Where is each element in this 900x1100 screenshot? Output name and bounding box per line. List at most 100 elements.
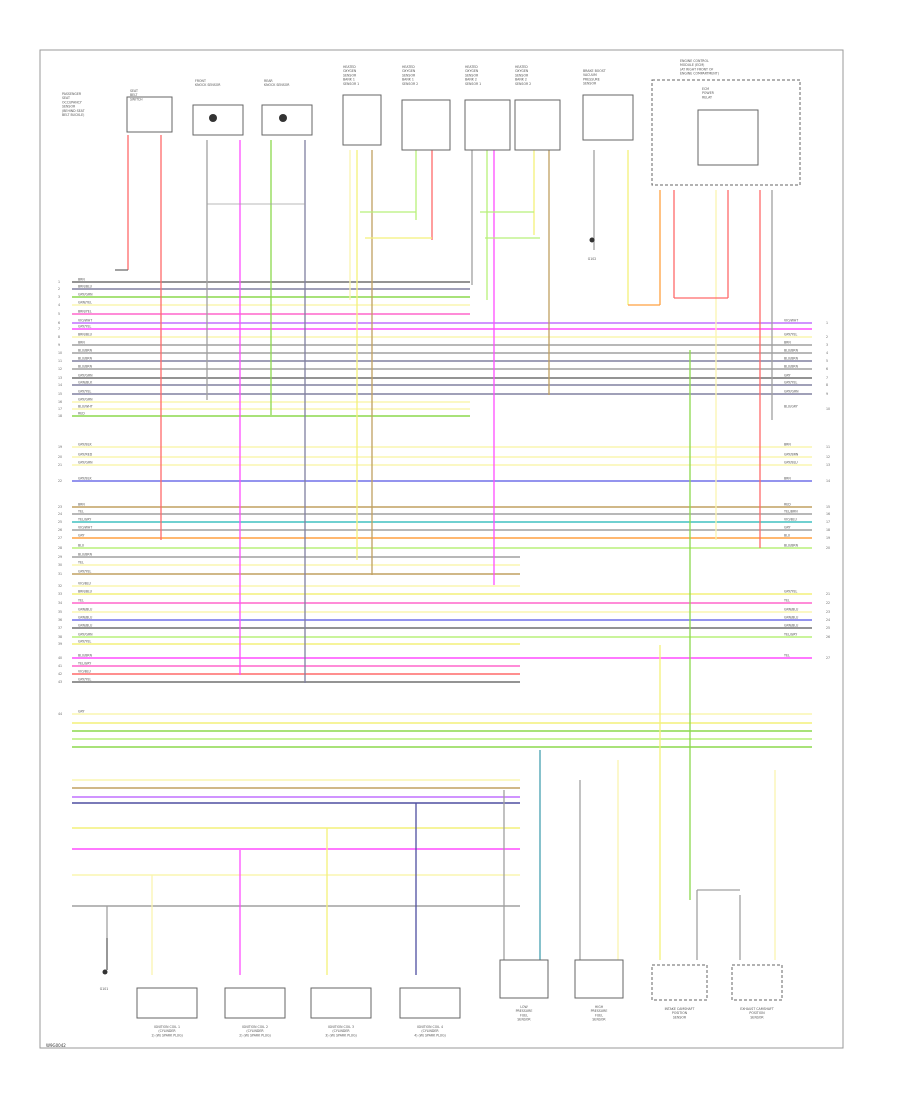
wire-color-label: BRN <box>784 477 791 481</box>
wire-color-label: GRN/BLU <box>78 624 93 628</box>
row-number: 30 <box>58 563 62 567</box>
fuel-pressure-sensor-low-label: PRESSURE <box>516 1009 533 1013</box>
wire-color-label: YEL <box>78 599 84 603</box>
wire-color-label: VIO/WHT <box>78 319 92 323</box>
exhaust-camshaft-sensor-label: EXHAUST CAMSHAFT <box>740 1007 774 1011</box>
row-number: 2 <box>826 335 828 339</box>
wire-color-label: VIO/BLU <box>784 518 798 522</box>
exhaust-camshaft-sensor-label: POSITION <box>749 1011 765 1015</box>
wire-color-label: VIO/BLU <box>78 670 92 674</box>
o2-sensor-4-label: SENSOR 2 <box>515 82 531 86</box>
o2-sensor-2-label: SENSOR <box>402 73 416 77</box>
wire-color-label: BLU/BRN <box>784 544 799 548</box>
row-number: 22 <box>58 479 62 483</box>
ground-symbol <box>102 969 108 975</box>
row-number: 36 <box>58 618 62 622</box>
ground-label: G101 <box>100 987 109 991</box>
knock-sensor-symbol <box>279 114 287 122</box>
ignition-coil-3-label: 3) (W/ SPARK PLUG) <box>325 1033 357 1037</box>
row-number: 19 <box>826 536 830 540</box>
passenger-seat-occupancy-sensor-label: BELT BUCKLE) <box>62 113 84 117</box>
wire-color-label: BLU/BRN <box>784 349 799 353</box>
wire-color-label: GRY/YEL <box>78 570 91 574</box>
row-number: 1 <box>826 321 828 325</box>
o2-sensor-1-label: BANK 1 <box>343 78 355 82</box>
passenger-seat-occupancy-sensor-label: PASSENGER <box>62 92 82 96</box>
row-number: 8 <box>826 383 828 387</box>
footer-code: W9G0042 <box>46 1043 66 1048</box>
wire-color-label: GRY/BRN <box>784 453 799 457</box>
wire-color-label: YEL/BRN <box>784 510 798 514</box>
row-number: 25 <box>826 626 830 630</box>
row-number: 40 <box>58 656 62 660</box>
wire-color-label: GRN/BLU <box>784 624 799 628</box>
brake-booster-pressure-sensor-label: BRAKE BOOST <box>583 69 606 73</box>
wire-color-label: GRN/BLU <box>78 608 93 612</box>
row-number: 12 <box>826 455 830 459</box>
ground-symbol <box>589 237 595 243</box>
row-number: 17 <box>826 520 830 524</box>
row-number: 7 <box>58 327 60 331</box>
row-number: 33 <box>58 592 62 596</box>
wire-color-label: GRY/GRN <box>78 398 93 402</box>
wire-color-label: GRN/YEL <box>78 301 92 305</box>
row-number: 27 <box>826 656 830 660</box>
rear-knock-sensor-label: REAR <box>264 79 273 83</box>
passenger-seat-occupancy-sensor-label: (BEHIND SEAT <box>62 109 85 113</box>
row-number: 5 <box>826 359 828 363</box>
wire-color-label: BRN <box>78 503 85 507</box>
front-knock-sensor-box <box>192 104 244 136</box>
engine-control-module-label: (AT RIGHT FRONT OF <box>680 67 714 71</box>
o2-sensor-4-label: HEATED <box>515 65 528 69</box>
wire-color-label: GRY/RED <box>78 453 93 457</box>
row-number: 14 <box>826 479 830 483</box>
passenger-seat-occupancy-sensor-label: SENSOR <box>62 105 76 109</box>
exhaust-camshaft-sensor-box <box>731 964 783 1001</box>
row-number: 2 <box>58 287 60 291</box>
o2-sensor-3-label: HEATED <box>465 65 478 69</box>
ignition-coil-4-label: IGNITION COIL 4 <box>417 1025 443 1029</box>
rear-knock-sensor-box <box>261 104 313 136</box>
row-number: 10 <box>58 351 62 355</box>
row-number: 24 <box>58 512 62 516</box>
diagram-frame <box>39 49 844 1049</box>
passenger-seat-occupancy-sensor-label: SEAT <box>62 96 70 100</box>
wire-color-label: BLU/BRN <box>78 357 93 361</box>
knock-sensor-symbol <box>209 114 217 122</box>
ignition-coil-1-box <box>136 987 198 1019</box>
intake-camshaft-sensor-label: SENSOR <box>673 1015 687 1019</box>
row-number: 21 <box>58 463 62 467</box>
wire-layer <box>72 135 812 975</box>
wire-color-label: GRY/YEL <box>78 390 91 394</box>
wire-color-label: BRN/BLU <box>78 333 93 337</box>
wire-color-label: BLU/BRN <box>78 553 93 557</box>
row-number: 23 <box>58 505 62 509</box>
o2-sensor-4-box <box>514 99 561 151</box>
o2-sensor-1-box <box>342 94 382 146</box>
o2-sensor-2-label: SENSOR 2 <box>402 82 418 86</box>
row-number: 43 <box>58 680 62 684</box>
wire-color-label: RED <box>78 412 85 416</box>
fuel-pressure-sensor-low-label: SENSOR <box>517 1018 531 1022</box>
wire-color-label: BLU <box>78 544 85 548</box>
row-number: 24 <box>826 618 830 622</box>
row-number: 15 <box>826 505 830 509</box>
fuel-pressure-sensor-low-box <box>499 959 549 999</box>
wire-color-label: GRY/BLK <box>78 477 92 481</box>
wire-color-label: BRN <box>784 341 791 345</box>
wire-color-label: BRN <box>784 443 791 447</box>
ignition-coil-3-label: (CYLINDER <box>332 1029 350 1033</box>
fuel-pressure-sensor-low-label: LOW <box>520 1005 528 1009</box>
wire-color-label: YEL/GRY <box>78 662 91 666</box>
row-number: 26 <box>58 528 62 532</box>
o2-sensor-2-label: BANK 1 <box>402 78 414 82</box>
wire-color-label: GRY/YEL <box>78 678 91 682</box>
engine-control-module-label: ENGINE COMPARTMENT) <box>680 72 719 76</box>
wire-color-label: GRY/BLK <box>78 443 92 447</box>
ignition-coil-2-box <box>224 987 286 1019</box>
row-number: 1 <box>58 280 60 284</box>
row-number: 32 <box>58 584 62 588</box>
wire-color-label: GRY/GRN <box>78 461 93 465</box>
engine-control-module-label: ENGINE CONTROL <box>680 59 709 63</box>
